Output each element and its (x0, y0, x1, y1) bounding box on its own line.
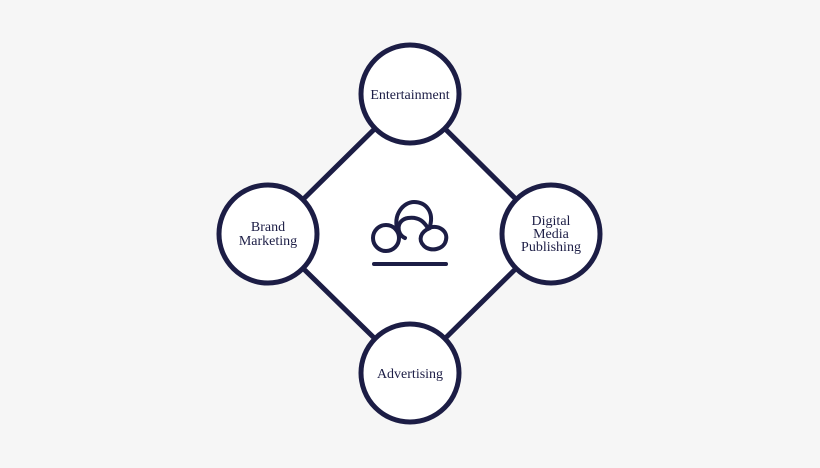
node-label-line-1: Brand (251, 220, 285, 235)
node-advertising: Advertising (358, 321, 462, 425)
node-label-line-1: Digital (532, 214, 571, 229)
node-circle (216, 182, 320, 286)
cloud-logo-icon (371, 199, 449, 266)
node-label-line-2: Marketing (239, 234, 297, 249)
node-label: Entertainment (370, 88, 449, 103)
node-label: Advertising (377, 367, 443, 382)
node-digital-media-publishing: Digital Media Publishing (499, 182, 603, 286)
node-label-line-2: Media (533, 227, 570, 242)
node-entertainment: Entertainment (358, 42, 462, 146)
node-label-line-3: Publishing (521, 240, 581, 255)
node-circle (358, 42, 462, 146)
node-circle (358, 321, 462, 425)
node-brand-marketing: Brand Marketing (216, 182, 320, 286)
node-circle (499, 182, 603, 286)
